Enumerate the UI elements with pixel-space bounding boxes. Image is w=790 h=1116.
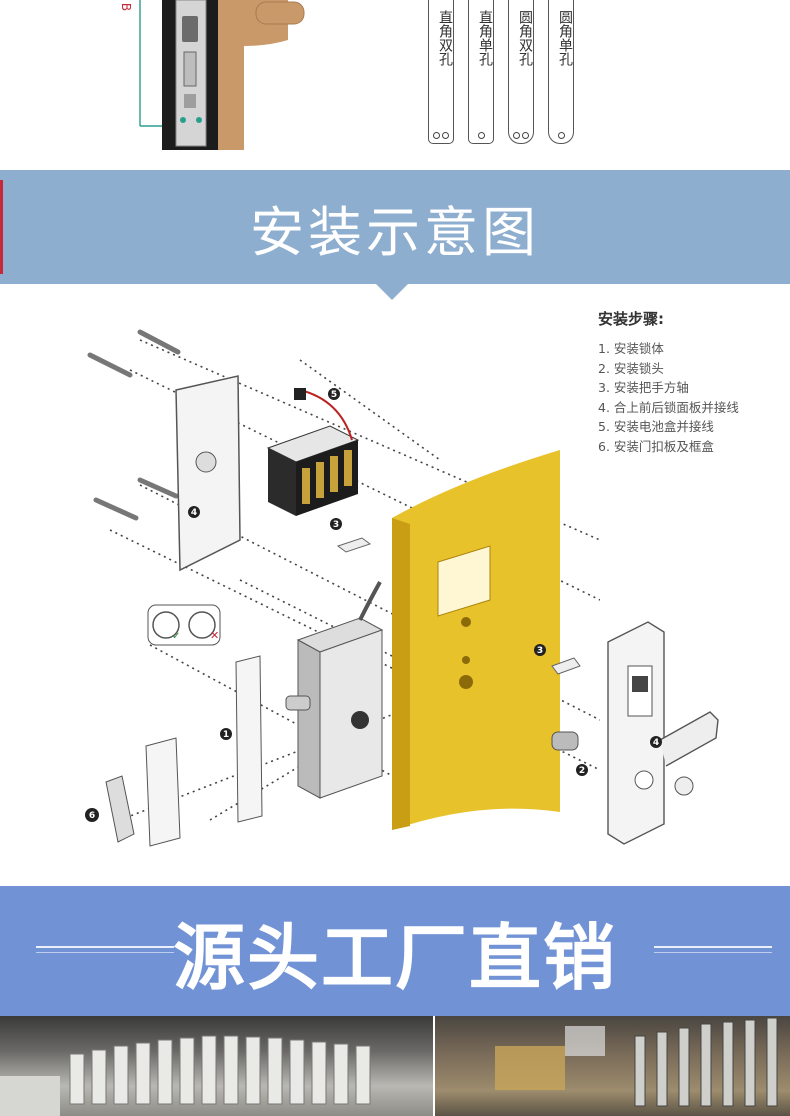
strike-plate-label: 直角单孔: [477, 10, 493, 66]
install-step: 3. 安装把手方轴: [598, 380, 689, 395]
strike-plate-option: 圆角单孔: [548, 0, 574, 144]
hole-icon: [433, 132, 440, 139]
banner-rule-left: [36, 946, 174, 948]
hole-icon: [522, 132, 529, 139]
factory-photo-workshop: [433, 1016, 790, 1116]
svg-text:✕: ✕: [210, 629, 219, 642]
svg-text:4: 4: [653, 738, 659, 748]
exploded-lock-diagram: ✓ ✕ 5 4 3 1 6 2 3: [85, 329, 600, 847]
banner-accent-bar: [0, 180, 3, 274]
factory-direct-banner: 源头工厂直销: [0, 886, 790, 1016]
section-title: 安装示意图: [250, 200, 540, 264]
assembly-line-illustration: [0, 1035, 371, 1116]
install-diagram: ✓ ✕ 5 4 3 1 6 2 3: [0, 300, 790, 884]
callout-1: 1: [223, 730, 229, 740]
factory-photos: [0, 1016, 790, 1116]
callout-2: 2: [579, 766, 585, 776]
banner-rule-right: [654, 946, 772, 948]
strike-plate-option: 圆角双孔: [508, 0, 534, 144]
front-plate-drawing: 4: [607, 621, 719, 845]
dimension-label-b: B: [119, 2, 134, 12]
callout-5: 5: [331, 390, 337, 400]
install-step: 4. 合上前后锁面板并接线: [598, 399, 739, 415]
strike-plate-label: 直角双孔: [437, 10, 453, 66]
install-steps-panel: 安装步骤: 1. 安装锁体 2. 安装锁头 3. 安装把手方轴 4. 合上前后锁…: [598, 308, 788, 456]
install-diagram-banner: 安装示意图: [0, 170, 790, 300]
install-step: 6. 安装门扣板及框盒: [598, 438, 714, 454]
strike-plate-label: 圆角单孔: [557, 10, 573, 66]
back-plate: [175, 375, 241, 572]
strike-plate-option: 直角双孔: [428, 0, 454, 144]
install-step: 2. 安装锁头: [598, 360, 664, 376]
top-product-panel: B 直角双孔 直角单孔 圆角双孔 圆角单孔: [0, 0, 790, 170]
banner-pointer: [376, 284, 408, 300]
lock-faceplate-drawing: [139, 0, 305, 150]
banner-rule-left-thin: [36, 952, 174, 953]
hole-icon: [477, 132, 485, 139]
wiring-check-icon: ✓ ✕: [147, 604, 221, 646]
strike-plate-label: 圆角双孔: [517, 10, 533, 66]
install-step: 1. 安装锁体: [598, 341, 664, 356]
strike-plate-options: 直角双孔 直角单孔 圆角双孔 圆角单孔: [428, 0, 574, 144]
battery-box: [266, 388, 360, 516]
banner-rule-right-thin: [654, 952, 772, 953]
door-panel: [392, 450, 560, 830]
factory-photo-assembly-line: [0, 1016, 433, 1116]
hole-icon: [557, 132, 565, 139]
callout-4: 4: [191, 508, 197, 518]
install-steps-title: 安装步骤:: [598, 310, 664, 328]
strike-plate-option: 直角单孔: [468, 0, 494, 144]
callout-3b: 3: [537, 646, 543, 656]
hole-icon: [442, 132, 449, 139]
svg-text:✓: ✓: [172, 631, 180, 642]
install-step: 5. 安装电池盒并接线: [598, 419, 714, 434]
workshop-illustration: [495, 1017, 778, 1107]
lock-body: [285, 581, 384, 799]
callout-3: 3: [333, 520, 339, 530]
hole-icon: [513, 132, 520, 139]
section-title: 源头工厂直销: [172, 915, 617, 1000]
callout-6: 6: [89, 811, 95, 821]
